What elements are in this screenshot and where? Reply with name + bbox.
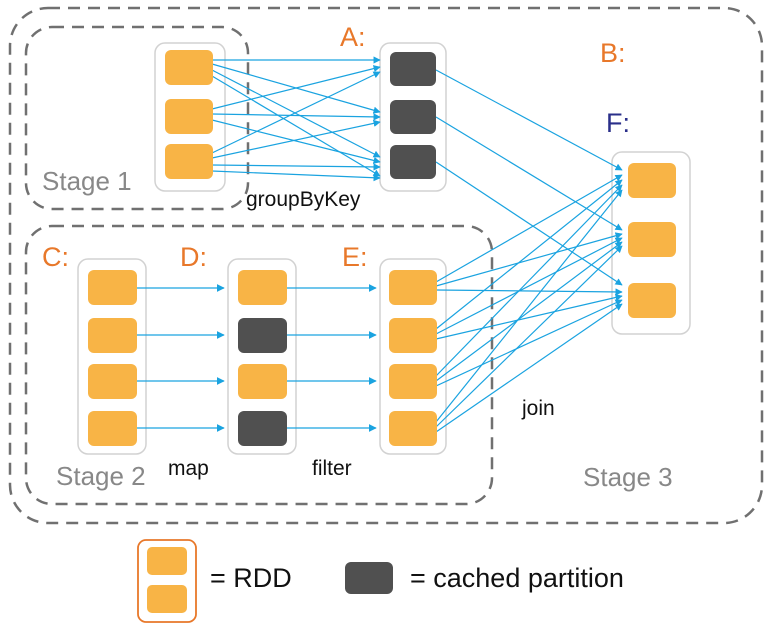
legend-rdd-partition	[147, 547, 187, 575]
cached-partition	[390, 145, 436, 179]
stage2-label: Stage 2	[56, 461, 146, 491]
partition	[628, 283, 676, 318]
rdd-c	[77, 258, 147, 455]
partition	[88, 318, 137, 353]
partition	[165, 99, 213, 134]
rdd-e	[379, 258, 447, 455]
cached-partition	[238, 318, 287, 353]
legend-rdd-partition	[147, 585, 187, 613]
map-label: map	[168, 457, 209, 480]
filter-label: filter	[312, 457, 352, 480]
stage1-boundary	[24, 25, 250, 211]
rdd-label-d: D:	[180, 242, 207, 272]
partition	[88, 270, 137, 305]
rdd-label-b: B:	[600, 38, 626, 68]
join-arrows-from-e	[435, 174, 623, 433]
stage3-label: Stage 3	[583, 462, 673, 492]
cached-partition	[238, 411, 287, 446]
partition	[238, 270, 287, 305]
legend-rdd-text: = RDD	[210, 563, 292, 593]
partition	[165, 144, 213, 179]
partition	[389, 411, 437, 446]
stage1-label: Stage 1	[42, 166, 132, 196]
legend-cached-swatch	[345, 562, 393, 594]
rdd-label-e: E:	[342, 242, 368, 272]
partition	[628, 163, 676, 198]
map-arrows	[137, 284, 225, 432]
partition	[165, 50, 213, 85]
partition	[389, 364, 437, 399]
partition	[238, 364, 287, 399]
cached-partition	[390, 52, 436, 86]
legend: = RDD = cached partition	[137, 539, 624, 623]
partition	[389, 270, 437, 305]
rdd-label-f: F:	[606, 108, 630, 138]
rdd-d	[227, 258, 297, 455]
rdd-label-a: A:	[340, 22, 366, 52]
join-label: join	[521, 397, 555, 420]
stage3-boundary	[8, 6, 764, 525]
partition	[88, 364, 137, 399]
cached-partition	[390, 100, 436, 134]
rdd-label-c: C:	[42, 242, 69, 272]
groupbykey-label: groupByKey	[246, 188, 361, 211]
legend-cached-text: = cached partition	[410, 563, 624, 593]
partition	[389, 318, 437, 353]
partition	[628, 222, 676, 257]
partition	[88, 411, 137, 446]
groupbykey-arrows	[211, 56, 381, 182]
stage2-boundary	[24, 224, 494, 506]
filter-arrows	[287, 284, 377, 432]
